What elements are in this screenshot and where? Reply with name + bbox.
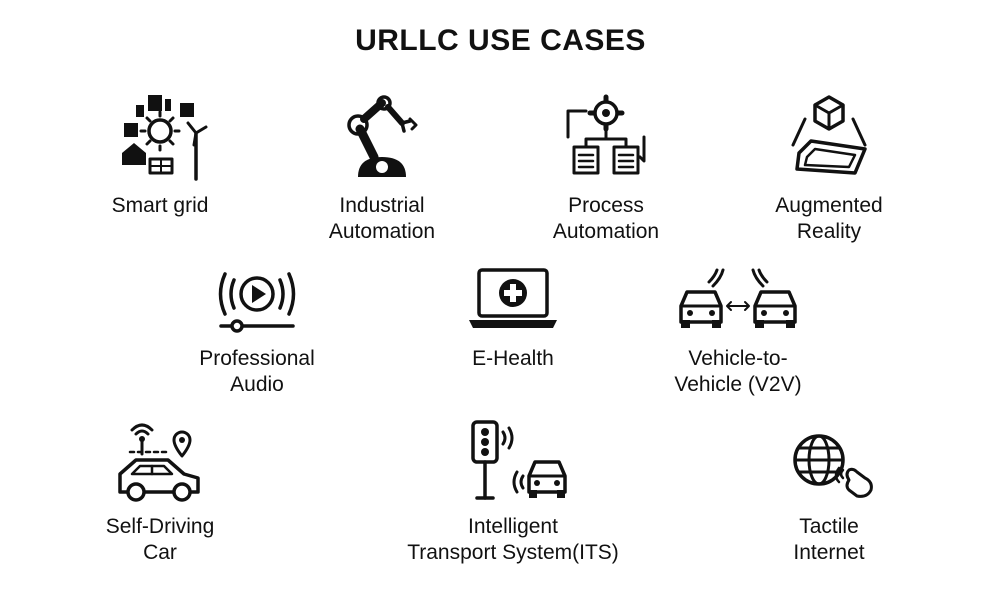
use-case-process-automation: Process Automation [486, 93, 726, 245]
use-case-industrial-automation: Industrial Automation [262, 93, 502, 245]
audio-play-icon [218, 272, 296, 333]
use-case-professional-audio: Professional Audio [137, 264, 377, 398]
use-case-smart-grid: Smart grid [40, 93, 280, 219]
traffic-light-car-icon [471, 420, 567, 500]
use-case-augmented-reality: Augmented Reality [709, 93, 949, 245]
use-case-label: Intelligent Transport System(ITS) [407, 515, 619, 564]
use-case-label: Industrial Automation [328, 194, 436, 243]
ar-cube-icon [791, 95, 867, 175]
use-case-label: Augmented Reality [775, 194, 883, 243]
use-case-its: Intelligent Transport System(ITS) [393, 418, 633, 566]
use-case-tactile-internet: Tactile Internet [709, 418, 949, 566]
use-case-label: Self-Driving Car [105, 515, 215, 564]
laptop-medical-icon [469, 268, 557, 328]
use-case-e-health: E-Health [393, 264, 633, 372]
two-cars-icon [679, 268, 797, 328]
use-case-label: Tactile Internet [793, 515, 865, 564]
use-case-label: Smart grid [111, 194, 209, 217]
use-case-label: E-Health [472, 347, 554, 370]
connected-car-icon [118, 423, 200, 502]
smart-grid-icon [122, 95, 208, 181]
globe-touch-icon [793, 434, 873, 498]
robot-arm-icon [347, 95, 418, 177]
process-gear-icon [566, 94, 646, 175]
use-case-label: Vehicle-to- Vehicle (V2V) [674, 347, 802, 396]
use-case-label: Process Automation [552, 194, 660, 243]
use-case-v2v: Vehicle-to- Vehicle (V2V) [618, 264, 858, 398]
use-case-label: Professional Audio [199, 347, 315, 396]
use-case-self-driving-car: Self-Driving Car [40, 418, 280, 566]
page-title: URLLC USE CASES [355, 24, 646, 57]
